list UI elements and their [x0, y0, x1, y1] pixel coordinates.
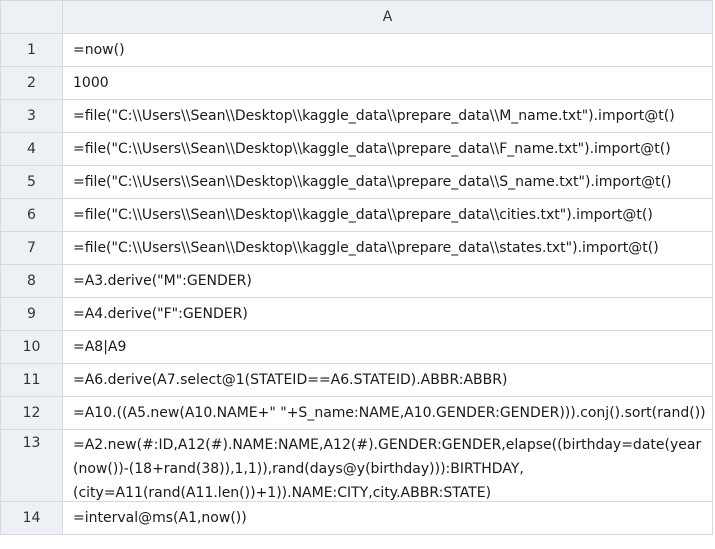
cell-a7[interactable]: =file("C:\\Users\\Sean\\Desktop\\kaggle_…: [63, 232, 713, 265]
row-number[interactable]: 11: [1, 364, 63, 397]
table-row: 9=A4.derive("F":GENDER): [1, 298, 713, 331]
cell-a10[interactable]: =A8|A9: [63, 331, 713, 364]
table-row: 11=A6.derive(A7.select@1(STATEID==A6.STA…: [1, 364, 713, 397]
table-row: 10=A8|A9: [1, 331, 713, 364]
cell-a14[interactable]: =interval@ms(A1,now()): [63, 502, 713, 535]
select-all-corner[interactable]: [1, 1, 63, 34]
cell-a1[interactable]: =now(): [63, 34, 713, 67]
table-row: 6=file("C:\\Users\\Sean\\Desktop\\kaggle…: [1, 199, 713, 232]
table-row: 12=A10.((A5.new(A10.NAME+" "+S_name:NAME…: [1, 397, 713, 430]
row-number[interactable]: 1: [1, 34, 63, 67]
cell-a6[interactable]: =file("C:\\Users\\Sean\\Desktop\\kaggle_…: [63, 199, 713, 232]
row-number[interactable]: 6: [1, 199, 63, 232]
table-row: 8=A3.derive("M":GENDER): [1, 265, 713, 298]
cell-a3[interactable]: =file("C:\\Users\\Sean\\Desktop\\kaggle_…: [63, 100, 713, 133]
row-number[interactable]: 2: [1, 67, 63, 100]
header-row: A: [1, 1, 713, 34]
cell-a2[interactable]: 1000: [63, 67, 713, 100]
cell-a8[interactable]: =A3.derive("M":GENDER): [63, 265, 713, 298]
table-row: 7=file("C:\\Users\\Sean\\Desktop\\kaggle…: [1, 232, 713, 265]
table-row: 4=file("C:\\Users\\Sean\\Desktop\\kaggle…: [1, 133, 713, 166]
row-number[interactable]: 8: [1, 265, 63, 298]
row-number[interactable]: 10: [1, 331, 63, 364]
cell-a5[interactable]: =file("C:\\Users\\Sean\\Desktop\\kaggle_…: [63, 166, 713, 199]
table-row: 3=file("C:\\Users\\Sean\\Desktop\\kaggle…: [1, 100, 713, 133]
cell-a12[interactable]: =A10.((A5.new(A10.NAME+" "+S_name:NAME,A…: [63, 397, 713, 430]
row-number[interactable]: 3: [1, 100, 63, 133]
cell-a13[interactable]: =A2.new(#:ID,A12(#).NAME:NAME,A12(#).GEN…: [63, 430, 713, 502]
column-header-a[interactable]: A: [63, 1, 713, 34]
row-number[interactable]: 9: [1, 298, 63, 331]
cell-a11[interactable]: =A6.derive(A7.select@1(STATEID==A6.STATE…: [63, 364, 713, 397]
table-row: 5=file("C:\\Users\\Sean\\Desktop\\kaggle…: [1, 166, 713, 199]
row-number[interactable]: 7: [1, 232, 63, 265]
row-number[interactable]: 5: [1, 166, 63, 199]
row-number[interactable]: 13: [1, 430, 63, 502]
row-number[interactable]: 14: [1, 502, 63, 535]
cell-a4[interactable]: =file("C:\\Users\\Sean\\Desktop\\kaggle_…: [63, 133, 713, 166]
table-row: 13=A2.new(#:ID,A12(#).NAME:NAME,A12(#).G…: [1, 430, 713, 502]
table-row: 1=now(): [1, 34, 713, 67]
row-number[interactable]: 4: [1, 133, 63, 166]
cell-a9[interactable]: =A4.derive("F":GENDER): [63, 298, 713, 331]
table-row: 14=interval@ms(A1,now()): [1, 502, 713, 535]
row-number[interactable]: 12: [1, 397, 63, 430]
